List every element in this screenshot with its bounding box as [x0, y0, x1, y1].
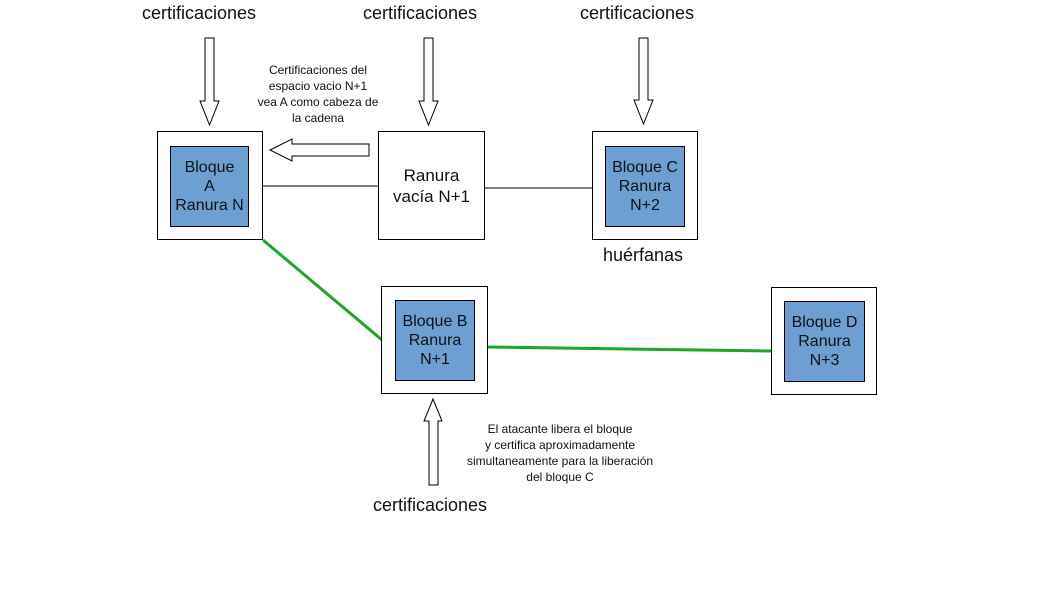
block-b: Bloque B Ranura N+1: [395, 300, 475, 381]
note-attacker-action: El atacante libera el bloque y certifica…: [466, 422, 654, 484]
empty-slot-label: Ranura vacía N+1: [392, 165, 470, 206]
block-a-label: Bloque A Ranura N: [175, 159, 244, 214]
arrow-left-icon: [268, 138, 370, 162]
empty-slot: Ranura vacía N+1: [378, 131, 485, 240]
chain-link-b-d: [487, 345, 772, 353]
arrow-down-icon: [418, 37, 439, 127]
block-d: Bloque D Ranura N+3: [784, 301, 865, 382]
label-huerfanas: huérfanas: [603, 245, 684, 265]
note-empty-slot-certifications: Certificaciones del espacio vacio N+1 ve…: [257, 63, 379, 125]
block-c-label: Bloque C Ranura N+2: [612, 159, 678, 214]
label-certificaciones-a: certificaciones: [142, 3, 257, 23]
block-d-label: Bloque D Ranura N+3: [791, 314, 858, 369]
label-certificaciones-c: certificaciones: [580, 3, 695, 23]
chain-link-a-b: [262, 238, 383, 342]
label-certificaciones-empty: certificaciones: [363, 3, 478, 23]
arrow-up-icon: [423, 397, 443, 486]
arrow-down-icon: [199, 37, 220, 127]
block-a: Bloque A Ranura N: [170, 146, 249, 227]
arrow-down-icon: [633, 37, 654, 126]
label-certificaciones-b: certificaciones: [373, 495, 488, 515]
block-c: Bloque C Ranura N+2: [605, 146, 685, 227]
block-b-label: Bloque B Ranura N+1: [402, 313, 468, 368]
